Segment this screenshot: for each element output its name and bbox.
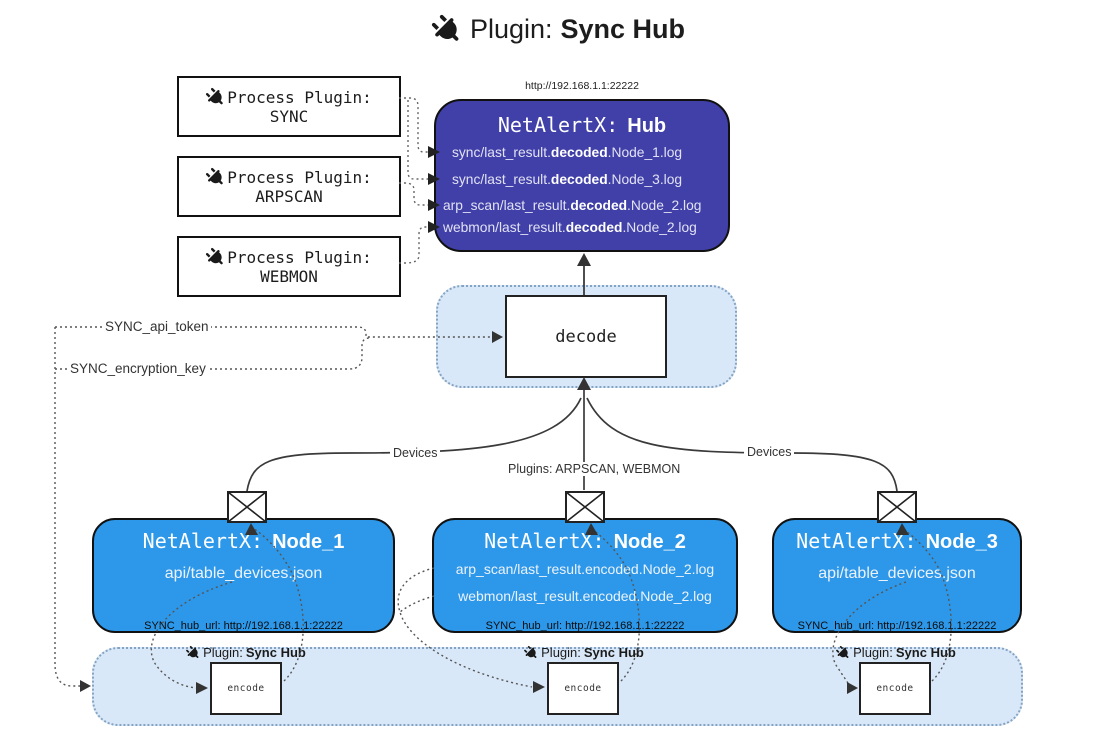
strip-plugin-label: Plugin:Sync Hub [836, 645, 956, 660]
title-label: Plugin: [469, 14, 553, 44]
encode-box: encode [210, 662, 282, 715]
plug-icon [521, 643, 541, 663]
node-1-box: NetAlertX:Node_1 api/table_devices.json … [92, 518, 395, 633]
process-plugin-name: SYNC [269, 106, 309, 126]
plug-icon [183, 643, 203, 663]
hub-title-bold: Hub [627, 115, 667, 137]
strip-plugin-label: Plugin:Sync Hub [524, 645, 644, 660]
node-file-line: api/table_devices.json [818, 565, 976, 582]
strip-key-arrow [80, 680, 91, 692]
node-title: NetAlertX:Node_3 [796, 529, 998, 553]
plug-icon [202, 244, 229, 271]
node-3-box: NetAlertX:Node_3 api/table_devices.json … [772, 518, 1022, 633]
encode-box: encode [547, 662, 619, 715]
node-hub-url: SYNC_hub_url: http://192.168.1.1:22222 [797, 620, 997, 632]
plug-icon [202, 84, 229, 111]
process-plugin-label: Process Plugin: [227, 87, 372, 107]
sync-encryption-key-label: SYNC_encryption_key [68, 361, 208, 376]
page-title: Plugin: Sync Hub [0, 14, 1117, 45]
node-title: NetAlertX:Node_1 [142, 529, 345, 553]
plugins-label-mid: Plugins: ARPSCAN, WEBMON [505, 462, 684, 476]
plug-icon [202, 164, 229, 191]
hub-title: NetAlertX: Hub [436, 113, 728, 138]
plugin-to-hub-links [399, 97, 428, 264]
process-plugin-name: WEBMON [260, 266, 318, 286]
process-plugin-label: Process Plugin: [227, 167, 372, 187]
process-plugin-label: Process Plugin: [227, 247, 372, 267]
node-title: NetAlertX:Node_2 [484, 529, 686, 553]
node-file-line: arp_scan/last_result.encoded.Node_2.log [455, 561, 715, 577]
strip-plugin-label: Plugin:Sync Hub [186, 645, 306, 660]
process-plugin-name: ARPSCAN [255, 186, 323, 206]
decode-box: decode [505, 295, 667, 378]
hub-log-line: sync/last_result.decoded.Node_1.log [452, 145, 683, 160]
node-hub-url: SYNC_hub_url: http://192.168.1.1:22222 [485, 620, 685, 632]
process-plugin-webmon-box: Process Plugin: WEBMON [177, 236, 401, 297]
sync-api-token-label: SYNC_api_token [103, 319, 211, 334]
devices-label-left: Devices [390, 446, 441, 460]
plug-icon [833, 643, 853, 663]
node-2-box: NetAlertX:Node_2 arp_scan/last_result.en… [432, 518, 738, 633]
hub-box: NetAlertX: Hub sync/last_result.decoded.N… [434, 99, 730, 252]
plug-icon [426, 8, 468, 50]
node-file-line: api/table_devices.json [164, 565, 323, 582]
process-plugin-arpscan-box: Process Plugin: ARPSCAN [177, 156, 401, 217]
encode-box: encode [859, 662, 931, 715]
node-file-line: webmon/last_result.encoded.Node_2.log [458, 588, 712, 604]
devices-label-right: Devices [744, 445, 795, 459]
node-hub-url: SYNC_hub_url: http://192.168.1.1:22222 [144, 620, 343, 632]
hub-log-line: arp_scan/last_result.decoded.Node_2.log [443, 198, 702, 213]
title-bold: Sync Hub [560, 14, 686, 44]
process-plugin-sync-box: Process Plugin: SYNC [177, 76, 401, 137]
hub-log-line: sync/last_result.decoded.Node_3.log [452, 172, 683, 187]
hub-url: http://192.168.1.1:22222 [525, 80, 639, 92]
hub-log-line: webmon/last_result.decoded.Node_2.log [443, 220, 697, 235]
hub-title-prefix: NetAlertX: [497, 113, 619, 137]
